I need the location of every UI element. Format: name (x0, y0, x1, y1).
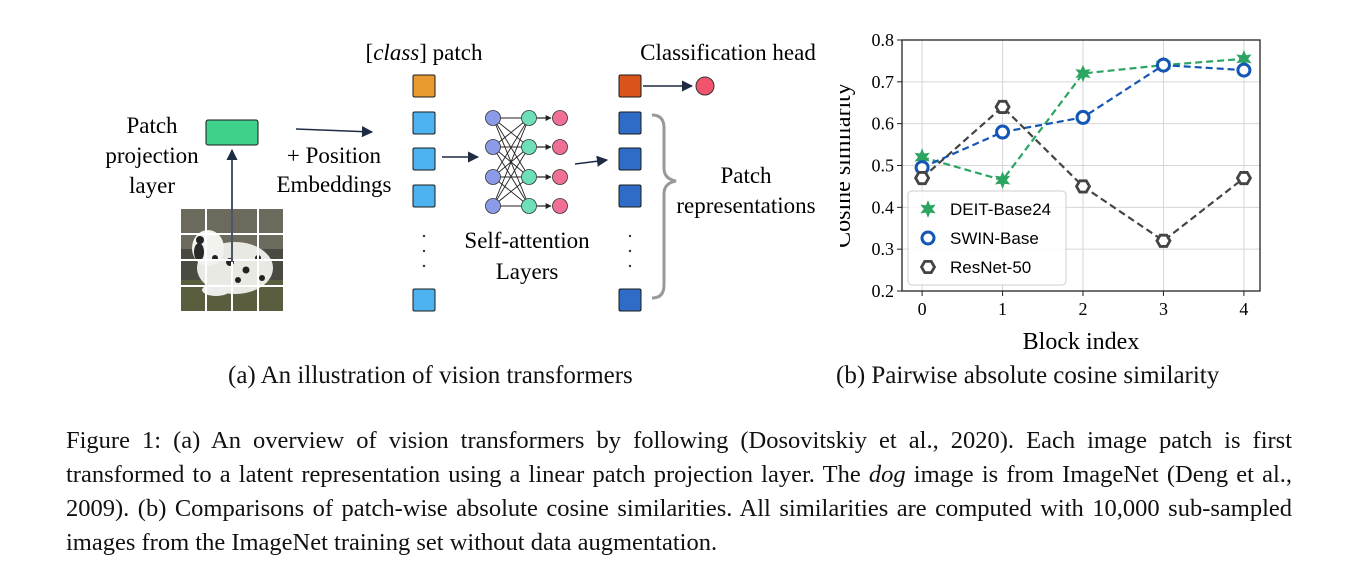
subcaption-a: (a) An illustration of vision transforme… (228, 362, 633, 389)
data-point-circle (1075, 109, 1091, 125)
classification-head-label: Classification head (640, 40, 816, 65)
data-point-hexagon (1235, 171, 1253, 186)
self-attention-label-2: Layers (496, 259, 559, 284)
attention-to-output-arrow (574, 155, 609, 167)
plot-frame (901, 39, 1261, 292)
patch-token-input (412, 111, 436, 135)
legend-label: SWIN-Base (950, 229, 1039, 248)
series-resnet-50 (913, 99, 1253, 248)
data-point-hexagon (994, 99, 1011, 114)
classification-head-node (695, 76, 715, 96)
class-token-input (412, 74, 436, 98)
data-point-circle (920, 230, 936, 246)
y-tick-label: 0.5 (872, 156, 895, 176)
data-point-hexagon (919, 259, 937, 275)
x-tick-label: 2 (1079, 299, 1088, 319)
x-tick-label: 1 (998, 299, 1007, 319)
subcaption-b: (b) Pairwise absolute cosine similarity (836, 362, 1220, 389)
data-point-star (920, 200, 936, 218)
x-tick-label: 3 (1159, 299, 1168, 319)
y-tick-label: 0.3 (872, 239, 895, 259)
legend-box (907, 190, 1067, 286)
chart-ticks: 0.2 0.3 0.4 0.5 0.6 0.7 0.8 0 1 2 3 4 (872, 30, 1249, 319)
projection-to-tokens-arrow (295, 126, 374, 138)
caption-italic: dog (868, 461, 906, 488)
legend-label: DEIT-Base24 (950, 200, 1051, 219)
x-axis-label: Block index (1023, 329, 1140, 355)
class-patch-label: [class] patch (366, 40, 483, 65)
series-line (921, 57, 1244, 182)
ellipsis-dots-input (422, 234, 426, 268)
patch-projection-label-3: layer (129, 173, 175, 198)
patch-representations-label-1: Patch (720, 163, 772, 188)
class-token-output (618, 74, 642, 98)
data-point-circle (1155, 57, 1171, 73)
patch-representations-brace (651, 113, 677, 300)
patch-token-output (618, 288, 642, 312)
data-point-hexagon (913, 171, 931, 186)
x-tick-label: 4 (1239, 299, 1248, 319)
legend-label: ResNet-50 (950, 258, 1031, 277)
patch-representations-label-2: representations (676, 193, 815, 218)
figure-caption: Figure 1: (a) An overview of vision tran… (66, 424, 1292, 560)
caption-label: Figure 1: (66, 427, 162, 454)
y-tick-label: 0.7 (872, 72, 895, 92)
position-embeddings-label-2: Embeddings (277, 172, 392, 197)
position-embeddings-label-1: + Position (287, 143, 382, 168)
y-tick-label: 0.6 (872, 114, 895, 134)
y-axis-label: Cosine similarity (840, 83, 856, 248)
ellipsis-dots-output (628, 234, 632, 268)
projection-box (205, 119, 259, 146)
data-point-hexagon (1155, 233, 1172, 248)
patch-token-output (618, 111, 642, 135)
patch-token-output (618, 184, 642, 208)
data-point-star (994, 171, 1011, 189)
x-tick-label: 0 (918, 299, 927, 319)
patch-token-output (618, 147, 642, 171)
series-swin-base (914, 57, 1252, 176)
data-point-circle (1236, 62, 1252, 78)
self-attention-label-1: Self-attention (464, 228, 590, 253)
chart-series (913, 50, 1253, 248)
cosine-similarity-chart: 0.2 0.3 0.4 0.5 0.6 0.7 0.8 0 1 2 3 4 Cosine simila… (840, 30, 1261, 355)
patch-projection-label-2: projection (105, 143, 199, 168)
patch-token-input (412, 288, 436, 312)
caption-text-1: (a) An overview of vision transformers b… (66, 427, 1292, 488)
data-point-star (1075, 64, 1091, 83)
y-tick-label: 0.8 (872, 30, 895, 50)
y-tick-label: 0.2 (872, 281, 895, 301)
vit-illustration: Patch projection layer + Position Embedd… (105, 40, 816, 312)
patch-projection-label-1: Patch (126, 113, 178, 138)
y-tick-label: 0.4 (872, 197, 895, 217)
self-attention-network (485, 110, 568, 214)
caption-text-2: image is from ImageNet (Deng et al., 200… (66, 461, 1292, 556)
data-point-hexagon (1074, 179, 1092, 194)
patch-token-input (412, 147, 436, 171)
data-point-circle (995, 124, 1011, 140)
patch-token-input (412, 184, 436, 208)
